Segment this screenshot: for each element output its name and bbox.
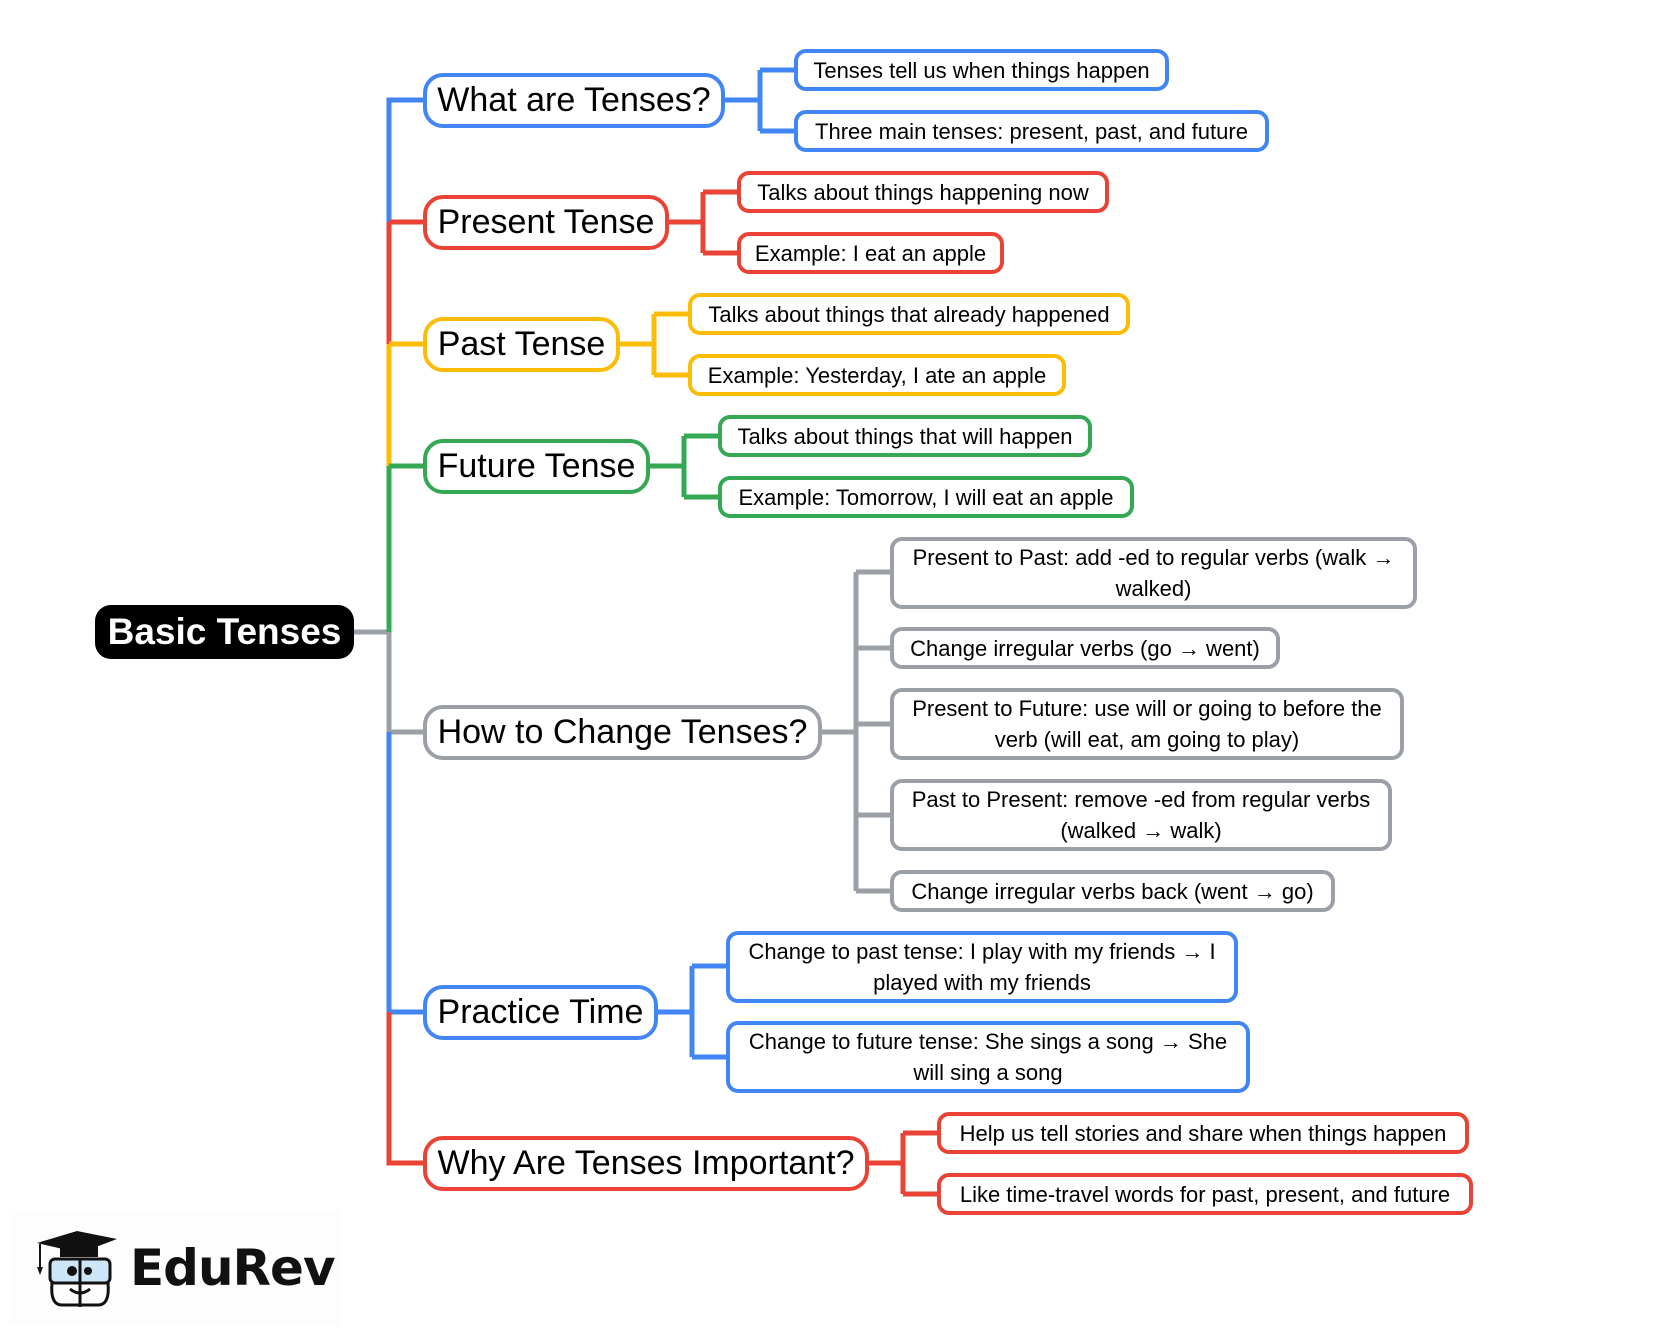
leaf-present-to-future[interactable]: Present to Future: use will or going to … — [890, 688, 1404, 760]
leaf-future-example[interactable]: Example: Tomorrow, I will eat an apple — [718, 476, 1134, 518]
leaf-text: Change to past tense: I play with my fri… — [748, 939, 1216, 995]
leaf-text: Three main tenses: present, past, and fu… — [815, 118, 1248, 144]
leaf-text: Tenses tell us when things happen — [813, 57, 1150, 83]
leaf-irregular-back[interactable]: Change irregular verbs back (went → go) — [890, 870, 1335, 912]
branch-why-important[interactable]: Why Are Tenses Important? — [423, 1136, 869, 1191]
branch-future-tense[interactable]: Future Tense — [423, 439, 650, 494]
trunk-blue-top — [386, 97, 424, 632]
leaf-already-happened[interactable]: Talks about things that already happened — [688, 293, 1130, 335]
leaf-text: Change irregular verbs (go → went) — [910, 635, 1260, 661]
leaf-present-example[interactable]: Example: I eat an apple — [737, 232, 1004, 274]
leaf-tenses-tell-when[interactable]: Tenses tell us when things happen — [794, 49, 1169, 91]
logo-brand-text: EduRev — [130, 1238, 336, 1297]
leaf-text: Past to Present: remove -ed from regular… — [911, 787, 1371, 843]
branch-label: What are Tenses? — [437, 81, 711, 119]
leaf-text: Talks about things happening now — [757, 179, 1089, 205]
leaf-irregular-go-went[interactable]: Change irregular verbs (go → went) — [890, 627, 1280, 669]
edurev-logo: EduRev — [10, 1210, 340, 1325]
leaf-present-to-past[interactable]: Present to Past: add -ed to regular verb… — [890, 537, 1417, 609]
leaf-happening-now[interactable]: Talks about things happening now — [737, 171, 1109, 213]
leaf-text: Example: I eat an apple — [754, 240, 987, 266]
leaf-will-happen[interactable]: Talks about things that will happen — [718, 415, 1092, 457]
leaf-text: Example: Tomorrow, I will eat an apple — [738, 484, 1114, 510]
root-node[interactable]: Basic Tenses — [95, 605, 354, 659]
leaf-text: Like time-travel words for past, present… — [959, 1181, 1451, 1207]
leaf-text: Example: Yesterday, I ate an apple — [707, 362, 1047, 388]
branch-label: Present Tense — [437, 203, 655, 241]
leaf-text: Talks about things that already happened — [708, 301, 1110, 327]
leaf-text: Present to Future: use will or going to … — [912, 696, 1382, 752]
branch-how-to-change[interactable]: How to Change Tenses? — [423, 705, 822, 760]
branch-label: Future Tense — [437, 447, 636, 485]
root-label: Basic Tenses — [107, 611, 342, 652]
leaf-text: Talks about things that will happen — [737, 423, 1073, 449]
leaf-text: Help us tell stories and share when thin… — [959, 1120, 1447, 1146]
branch-past-tense[interactable]: Past Tense — [423, 317, 620, 372]
leaf-past-example[interactable]: Example: Yesterday, I ate an apple — [688, 354, 1066, 396]
branch-practice-time[interactable]: Practice Time — [423, 985, 658, 1040]
graduation-cap-mascot-icon — [37, 1231, 117, 1307]
leaf-tell-stories[interactable]: Help us tell stories and share when thin… — [937, 1112, 1469, 1154]
leaf-text: Present to Past: add -ed to regular verb… — [912, 545, 1395, 601]
branch-label: How to Change Tenses? — [437, 713, 808, 751]
leaf-text: Change to future tense: She sings a song… — [748, 1029, 1228, 1085]
branch-label: Past Tense — [437, 325, 606, 363]
branch-present-tense[interactable]: Present Tense — [423, 195, 669, 250]
leaf-three-main-tenses[interactable]: Three main tenses: present, past, and fu… — [794, 110, 1269, 152]
leaf-text: Change irregular verbs back (went → go) — [911, 878, 1314, 904]
branch-label: Why Are Tenses Important? — [437, 1144, 855, 1182]
leaf-practice-past[interactable]: Change to past tense: I play with my fri… — [726, 931, 1238, 1003]
leaf-time-travel[interactable]: Like time-travel words for past, present… — [937, 1173, 1473, 1215]
leaf-practice-future[interactable]: Change to future tense: She sings a song… — [726, 1021, 1250, 1093]
branch-label: Practice Time — [437, 993, 644, 1031]
leaf-past-to-present[interactable]: Past to Present: remove -ed from regular… — [890, 779, 1392, 851]
branch-what-are-tenses[interactable]: What are Tenses? — [423, 73, 725, 128]
